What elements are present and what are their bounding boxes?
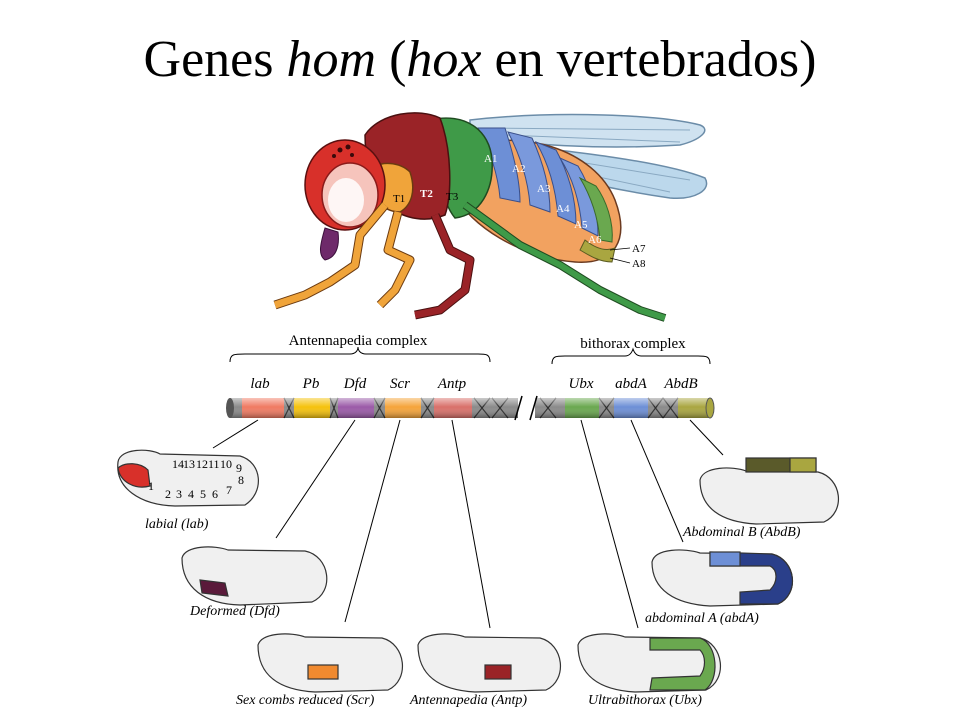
title-hox: hox: [406, 31, 482, 88]
segment-number: 7: [226, 483, 232, 497]
segment-number: 13: [183, 457, 195, 471]
segment-number: 10: [220, 457, 232, 471]
fly-label: A2: [512, 163, 525, 175]
embryo-label: labial (lab): [145, 517, 209, 532]
slide-title: Genes hom (hox en vertebrados): [0, 30, 960, 89]
fly-label: A1: [484, 153, 497, 165]
embryos: 14 13 12 11 10 9 8 7 6 5 4 3 2 1: [117, 449, 839, 693]
segment-number: 1: [148, 479, 154, 493]
gene-label: Pb: [302, 376, 320, 392]
embryo-label: Sex combs reduced (Scr): [236, 693, 375, 708]
embryo-label: Abdominal B (AbdB): [682, 525, 801, 540]
fly-bristles: [332, 144, 354, 158]
segment-number: 5: [200, 487, 206, 501]
gene-label: Dfd: [343, 376, 367, 392]
fly-illustration: T1 T2 T3 A1 A2 A3 A4 A5 A6 A7 A8: [273, 112, 708, 322]
embryo-label: Ultrabithorax (Ubx): [588, 693, 702, 708]
fly-segment-labels: T1 T2 T3 A1 A2 A3 A4 A5 A6 A7 A8: [393, 153, 646, 270]
embryo-antp: [417, 633, 561, 693]
embryo-label: Antennapedia (Antp): [409, 693, 527, 708]
fly-proboscis: [320, 227, 339, 261]
title-part3: en vertebrados): [481, 31, 817, 88]
segment-number: 12: [196, 457, 208, 471]
segment-number: 2: [165, 487, 171, 501]
antennapedia-complex-label: Antennapedia complex: [289, 333, 428, 349]
fly-label: T2: [420, 188, 433, 200]
fly-eye-highlight: [328, 178, 364, 222]
bithorax-bracket: [551, 347, 711, 365]
fly-label: A7: [632, 243, 646, 255]
embryo-ubx: [577, 633, 721, 693]
segment-number: 11: [208, 457, 220, 471]
segment-number: 4: [188, 487, 194, 501]
gene-label: AbdB: [663, 376, 697, 392]
title-part1: Genes: [143, 31, 287, 88]
fly-label: T3: [446, 191, 459, 203]
fly-label: A5: [574, 219, 588, 231]
title-hom: hom: [286, 31, 377, 88]
fly-label: A6: [588, 234, 602, 246]
fly-label: T1: [393, 193, 405, 205]
gene-label: abdA: [615, 376, 648, 392]
embryo-scr: [257, 633, 403, 693]
segment-number: 8: [238, 473, 244, 487]
fly-label: A8: [632, 258, 646, 270]
segment-number: 3: [176, 487, 182, 501]
complex-brackets: Antennapedia complex bithorax complex: [229, 333, 711, 365]
title-part2: (: [376, 31, 407, 88]
antennapedia-bracket: [229, 346, 491, 363]
embryo-deformed: [181, 546, 328, 606]
gene-label: Scr: [390, 376, 410, 392]
segment-number: 14: [172, 457, 184, 471]
embryo-abdb: [699, 457, 839, 525]
connector-lines: [212, 419, 724, 629]
fly-legs: [273, 201, 667, 322]
embryo-label: Deformed (Dfd): [189, 604, 280, 619]
gene-label: Antp: [437, 376, 467, 392]
gene-label: Ubx: [569, 376, 594, 392]
fly-label: A4: [556, 203, 570, 215]
embryo-abda: [651, 549, 793, 607]
segment-number: 6: [212, 487, 218, 501]
bithorax-complex-label: bithorax complex: [580, 336, 686, 352]
embryo-label: abdominal A (abdA): [645, 611, 759, 626]
gene-label: lab: [250, 376, 270, 392]
embryo-labial: 14 13 12 11 10 9 8 7 6 5 4 3 2 1: [117, 449, 259, 507]
chromosome-bar: [226, 395, 715, 421]
fly-label: A3: [537, 183, 551, 195]
gene-name-labels: lab Pb Dfd Scr Antp Ubx abdA AbdB: [250, 376, 697, 392]
chromosome-break-mark: [514, 395, 538, 421]
segment-number: 9: [236, 461, 242, 475]
embryo-labels: labial (lab) Deformed (Dfd) Sex combs re…: [145, 517, 801, 708]
